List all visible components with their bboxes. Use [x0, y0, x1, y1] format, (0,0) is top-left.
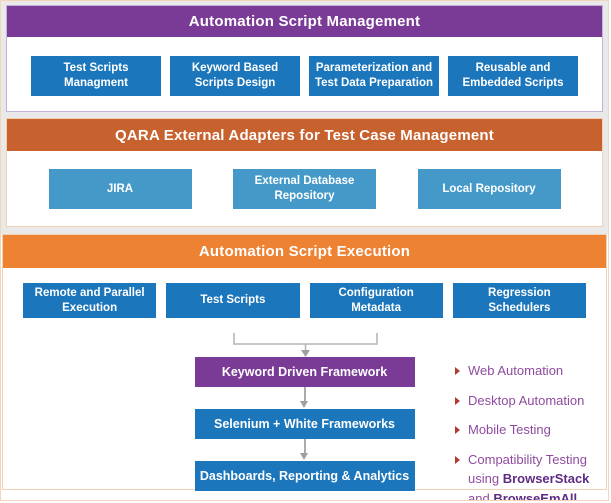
bullet-web-automation: Web Automation [455, 361, 600, 381]
box-remote-parallel-execution: Remote and Parallel Execution [23, 283, 157, 318]
bullet-label: Desktop Automation [468, 392, 585, 408]
bullet-compatibility-testing: Compatibility Testing using BrowserStack… [455, 450, 600, 501]
section-automation-script-management: Automation Script Management Test Script… [6, 5, 603, 112]
section-title-management: Automation Script Management [188, 13, 421, 30]
section-body-adapters: JIRA External Database Repository Local … [7, 151, 602, 226]
box-external-database-repository: External Database Repository [233, 169, 376, 209]
bullet-arrow-icon [455, 455, 460, 464]
section-title-execution: Automation Script Execution [198, 243, 411, 260]
section-title-adapters: QARA External Adapters for Test Case Man… [115, 126, 494, 144]
merge-connector-lines [233, 333, 378, 357]
box-parameterization-test-data: Parameterization and Test Data Preparati… [309, 56, 439, 96]
execution-box-row: Remote and Parallel Execution Test Scrip… [23, 283, 586, 318]
box-dashboards-reporting-analytics: Dashboards, Reporting & Analytics [194, 461, 415, 491]
management-box-row: Test Scripts Managment Keyword Based Scr… [31, 56, 578, 96]
section-header-management: Automation Script Management [7, 6, 602, 37]
bullet-arrow-icon [455, 426, 460, 434]
box-jira: JIRA [48, 169, 192, 209]
section-qara-external-adapters: QARA External Adapters for Test Case Man… [6, 118, 603, 227]
box-configuration-metadata: Configuration Metadata [309, 283, 443, 318]
bullet-label: Web Automation [468, 363, 564, 378]
section-body-management: Test Scripts Managment Keyword Based Scr… [7, 37, 602, 111]
execution-flow-column: Keyword Driven Framework Selenium + Whit… [3, 357, 606, 491]
section-automation-script-execution: Automation Script Execution Remote and P… [2, 234, 607, 500]
bullet-mobile-testing: Mobile Testing [455, 420, 600, 440]
down-arrow-icon [299, 387, 311, 409]
bullet-label: Compatibility Testing using BrowserStack… [468, 450, 600, 501]
section-header-adapters: QARA External Adapters for Test Case Man… [7, 119, 602, 151]
bullet-arrow-icon [455, 367, 460, 375]
bullet-arrow-icon [455, 396, 460, 405]
down-arrow-icon [299, 439, 311, 461]
box-keyword-based-scripts-design: Keyword Based Scripts Design [170, 56, 300, 96]
browserstack-label: BrowserStack [502, 471, 590, 486]
top-zone: Automation Script Management Test Script… [1, 1, 608, 234]
section-body-execution: Remote and Parallel Execution Test Scrip… [3, 283, 606, 501]
box-test-scripts: Test Scripts [166, 283, 300, 318]
box-regression-schedulers: Regression Schedulers [452, 283, 586, 318]
capability-bullet-list: Web Automation Desktop Automation Mobile… [455, 361, 600, 501]
box-reusable-embedded-scripts: Reusable and Embedded Scripts [448, 56, 578, 96]
box-local-repository: Local Repository [417, 169, 561, 209]
bullet-desktop-automation: Desktop Automation [455, 391, 600, 411]
section-header-execution: Automation Script Execution [3, 235, 606, 268]
browseemall-label: BrowseEmAll [493, 490, 578, 501]
box-selenium-white-frameworks: Selenium + White Frameworks [194, 409, 415, 439]
box-keyword-driven-framework: Keyword Driven Framework [194, 357, 415, 387]
bullet-label: Mobile Testing [468, 422, 551, 437]
box-test-scripts-managment: Test Scripts Managment [31, 56, 161, 96]
